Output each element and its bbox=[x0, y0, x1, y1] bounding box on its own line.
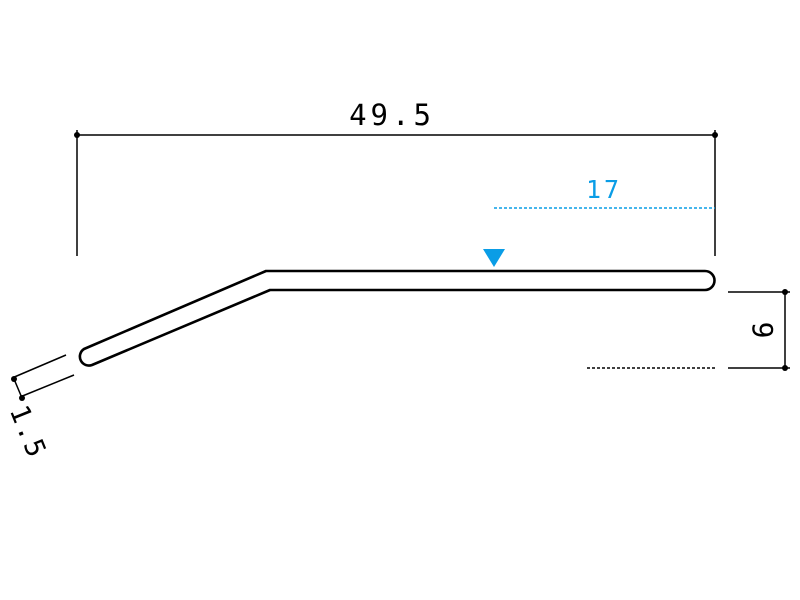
profile-shape bbox=[78, 269, 716, 367]
extension-line-thickness-inner bbox=[19, 374, 75, 398]
dimension-point-thickness-b bbox=[19, 395, 25, 401]
dimension-point-top bbox=[782, 289, 788, 295]
dimension-offset-accent: 17 bbox=[483, 175, 715, 267]
profile-outline bbox=[78, 269, 716, 367]
dimension-point-thickness-a bbox=[11, 376, 17, 382]
dimension-point-bottom bbox=[782, 365, 788, 371]
triangle-down-marker-icon bbox=[483, 249, 505, 267]
dimension-point-left bbox=[74, 132, 80, 138]
extension-line-thickness-outer bbox=[11, 354, 67, 379]
dimension-overall-width: 49.5 bbox=[74, 98, 718, 256]
dimension-label-thickness: 1.5 bbox=[3, 401, 52, 463]
dimension-height-drop: 9 bbox=[587, 289, 790, 371]
dimension-line-thickness bbox=[13, 378, 23, 399]
dimension-label-width: 49.5 bbox=[349, 98, 435, 132]
dimension-point-right bbox=[712, 132, 718, 138]
dimension-label-height: 9 bbox=[746, 322, 779, 339]
dimension-thickness: 1.5 bbox=[3, 354, 75, 463]
dimension-label-offset: 17 bbox=[586, 175, 622, 204]
